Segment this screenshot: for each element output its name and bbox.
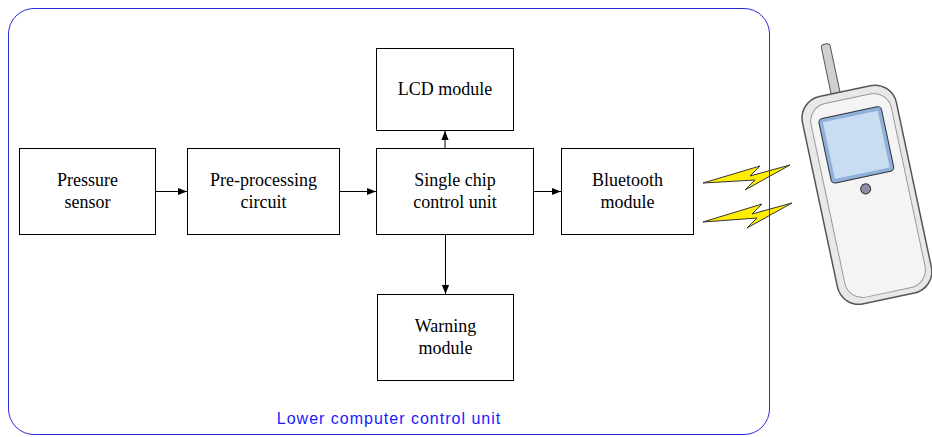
box-label: Warning module bbox=[398, 316, 493, 359]
lcd-box: LCD module bbox=[376, 48, 514, 131]
signal-arrow bbox=[340, 191, 376, 192]
box-label: Single chip control unit bbox=[399, 170, 511, 213]
bluetooth-box: Bluetooth module bbox=[561, 148, 694, 235]
mcu-box: Single chip control unit bbox=[376, 148, 534, 235]
box-label: Bluetooth module bbox=[580, 170, 675, 213]
warning-box: Warning module bbox=[377, 294, 514, 381]
box-label: LCD module bbox=[398, 79, 493, 101]
lightning-bolt bbox=[703, 165, 792, 228]
sensor-box: Pressure sensor bbox=[19, 148, 156, 235]
signal-arrow bbox=[156, 191, 187, 192]
box-label: Pressure sensor bbox=[38, 170, 138, 213]
control-unit-frame: Lower computer control unit LCD modulePre… bbox=[8, 8, 770, 435]
mobile-phone bbox=[788, 32, 932, 308]
signal-arrow bbox=[445, 235, 446, 294]
box-label: Pre-processing circuit bbox=[201, 170, 326, 213]
signal-arrow bbox=[534, 191, 561, 192]
signal-arrow bbox=[445, 131, 446, 148]
preprocess-box: Pre-processing circuit bbox=[187, 148, 340, 235]
frame-label: Lower computer control unit bbox=[9, 410, 769, 428]
